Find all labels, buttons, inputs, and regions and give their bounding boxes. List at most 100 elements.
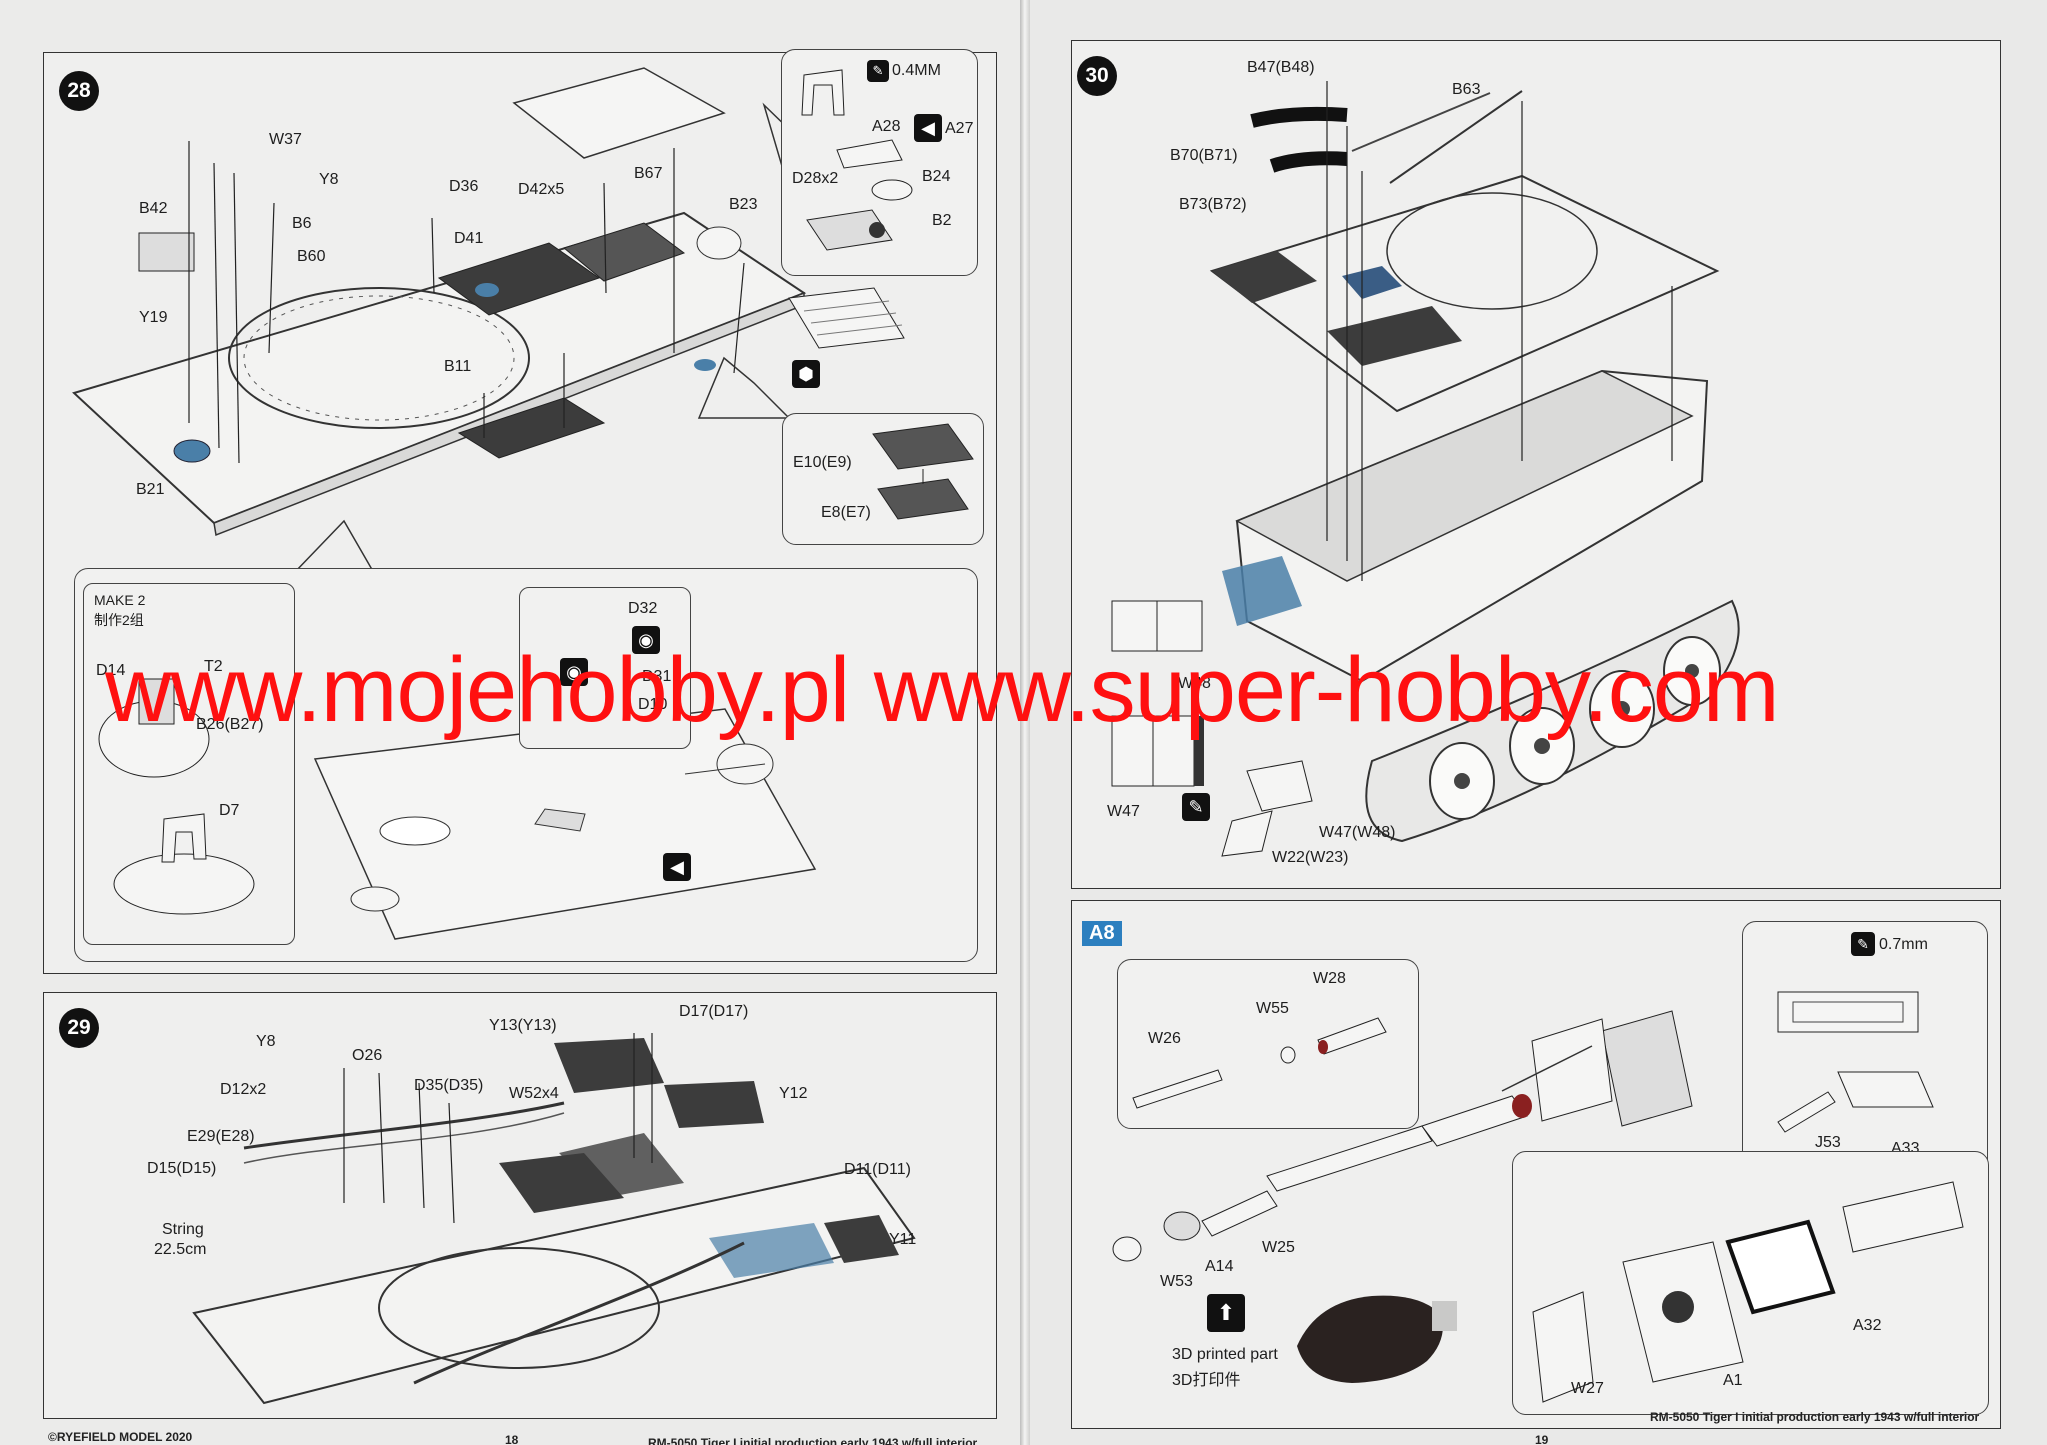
label-d42x5: D42x5 [518,181,565,198]
label-a32: A32 [1853,1317,1882,1334]
label-d41: D41 [454,230,484,247]
label-e8-e7: E8(E7) [821,504,871,521]
step-number: 29 [59,1008,99,1048]
label-d12x2: D12x2 [220,1081,267,1098]
label-b73-b72: B73(B72) [1179,196,1247,213]
step-29-panel: 29 Y8 O26 Y13(Y13) D17(D17) [43,992,997,1419]
label-d31: D31 [642,668,672,685]
label-b42: B42 [139,200,168,217]
copyright: ©RYEFIELD MODEL 2020 [48,1430,193,1444]
drill-size: 0.7mm [1879,936,1928,953]
label-b24: B24 [922,168,951,185]
label-b70-b71: B70(B71) [1170,147,1238,164]
label-w52x4: W52x4 [509,1085,559,1102]
make-note-cn: 制作2组 [94,612,144,628]
arrow-left-icon: ◀ [914,114,942,142]
label-y19: Y19 [139,309,168,326]
label-w26: W26 [1148,1030,1181,1047]
label-y8: Y8 [319,171,339,188]
label-d10: D10 [638,696,668,713]
page-number-right: 19 [1535,1433,1549,1445]
label-w53: W53 [1160,1273,1193,1290]
left-page: 28 [0,0,1022,1445]
book-spine [1020,0,1032,1445]
make-note: MAKE 2 [94,592,146,608]
label-j53: J53 [1815,1134,1841,1151]
label-e29-e28: E29(E28) [187,1128,255,1145]
label-d35: D35(D35) [414,1077,484,1094]
step-number: 28 [59,71,99,111]
label-d15: D15(D15) [147,1160,217,1177]
string-length: 22.5cm [154,1241,207,1258]
label-b26-b27: B26(B27) [196,716,264,733]
step-28-panel: 28 [43,49,997,974]
label-w47: W47 [1107,803,1140,820]
label-y8: Y8 [256,1033,276,1050]
printed-note: 3D printed part [1172,1346,1278,1363]
label-y11: Y11 [889,1231,917,1248]
drill-icon: ✎ [1182,793,1210,821]
label-w27: W27 [1571,1380,1604,1397]
protect-icon: ⬢ [792,360,820,388]
label-a14: A14 [1205,1258,1234,1275]
label-a27: A27 [945,120,974,137]
label-b47-b48: B47(B48) [1247,59,1315,76]
arrow-up-icon: ⬆ [1207,1294,1245,1332]
label-a28: A28 [872,118,901,135]
label-y12: Y12 [779,1085,808,1102]
label-e10-e9: E10(E9) [793,454,852,471]
label-w47-w48: W47(W48) [1319,824,1396,841]
right-page: 30 [1030,0,2047,1445]
gun-barrel-drawing [1112,1010,1693,1383]
label-d7: D7 [219,802,240,819]
label-t2: T2 [204,658,223,675]
label-w28: W28 [1313,970,1346,987]
make-two-box: MAKE 2 制作2组 D14 T2 B26(B27) D7 [83,583,295,945]
label-w25: W25 [1262,1239,1295,1256]
inset-periscope: D32 ◉ ◉ D31 D10 [519,587,691,749]
footer-title-left: RM-5050 Tiger I initial production early… [648,1436,978,1445]
hull-assembly-drawing [1111,81,1740,857]
label-b67: B67 [634,165,663,182]
step-number: 30 [1077,56,1117,96]
callout-barrel-parts: W28 W55 W26 [1117,959,1419,1129]
callout-mesh: E10(E9) E8(E7) [782,413,984,545]
callout-mantlet-assembly: W27 A1 A32 [1512,1151,1989,1415]
printed-note-cn: 3D打印件 [1172,1372,1241,1389]
label-b23: B23 [729,196,758,213]
label-w22-w23: W22(W23) [1272,849,1349,866]
label-b21: B21 [136,481,165,498]
label-b60: B60 [297,248,326,265]
label-d14: D14 [96,662,126,679]
page-number-left: 18 [505,1433,519,1445]
label-b11: B11 [444,358,472,375]
step-a8-panel: A8 W28 W55 W26 ⬆ W [1071,900,2001,1429]
drill-icon: ✎ [1851,932,1875,956]
step-tag: A8 [1082,921,1122,946]
footer-title-right: RM-5050 Tiger I initial production early… [1650,1410,1980,1424]
drill-size: 0.4MM [892,62,941,79]
callout-idler-detail: ✎ 0.4MM A28 ◀ A27 D28x2 B24 B2 [781,49,978,276]
cement-icon: ◉ [560,658,588,686]
string-label: String [162,1221,204,1238]
step-30-panel: 30 [1071,40,2001,889]
label-d32: D32 [628,600,658,617]
label-w48: W48 [1178,675,1211,692]
label-o26: O26 [352,1047,383,1064]
hull-roof-drawing [72,67,826,574]
label-w37: W37 [269,131,302,148]
label-d28x2: D28x2 [792,170,839,187]
label-b6: B6 [292,215,312,232]
label-a1: A1 [1723,1372,1743,1389]
drill-icon: ✎ [867,60,889,82]
hull-rear-drawing [192,1033,916,1405]
label-d17: D17(D17) [679,1003,749,1020]
label-w55: W55 [1256,1000,1289,1017]
label-y13: Y13(Y13) [489,1017,557,1034]
callout-hatch-detail: MAKE 2 制作2组 D14 T2 B26(B27) D7 [74,568,978,962]
glue-icon: ◉ [632,626,660,654]
callout-mantlet-top: ✎ 0.7mm J53 A33 [1742,921,1988,1173]
arrow-left-icon: ◀ [663,853,691,881]
label-b2: B2 [932,212,952,229]
label-d11: D11(D11) [844,1161,911,1178]
